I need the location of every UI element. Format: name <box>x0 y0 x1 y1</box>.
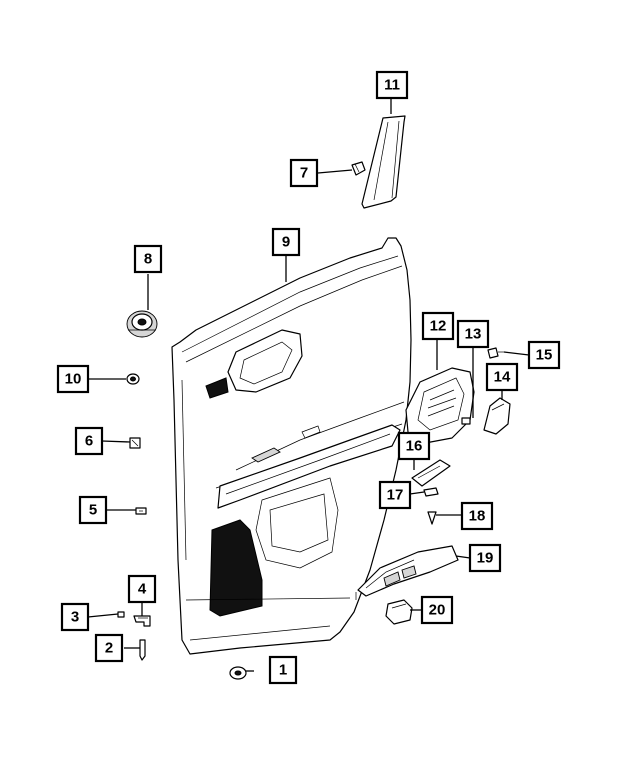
callout-label: 19 <box>477 550 494 567</box>
switch-bezel-part <box>355 545 459 600</box>
door-trim-panel-part <box>171 237 412 655</box>
callout-10: 10 <box>56 364 90 394</box>
callout-3: 3 <box>60 602 90 632</box>
screw-part-5 <box>135 507 147 515</box>
callout-label: 9 <box>282 234 290 251</box>
callout-13: 13 <box>456 319 490 349</box>
callout-label: 11 <box>384 77 400 94</box>
leader-15 <box>503 351 530 356</box>
callout-2: 2 <box>94 633 124 663</box>
callout-11: 11 <box>375 70 409 100</box>
callout-label: 3 <box>71 609 79 626</box>
callout-label: 4 <box>138 581 147 598</box>
callout-16: 16 <box>397 431 431 461</box>
callout-6: 6 <box>74 426 104 456</box>
pillar-trim-part <box>361 115 406 209</box>
handle-cover-part <box>483 397 511 435</box>
callout-15: 15 <box>527 340 561 370</box>
callout-label: 17 <box>387 487 404 504</box>
window-switch-part <box>385 599 413 625</box>
handle-housing-part <box>405 367 475 445</box>
callout-5: 5 <box>78 495 108 525</box>
bracket-part <box>133 615 151 627</box>
leader-lines <box>87 98 530 672</box>
clip-part-17 <box>423 487 439 497</box>
callout-label: 8 <box>144 251 152 268</box>
leader-7 <box>317 169 353 174</box>
leader-17 <box>409 491 425 495</box>
leader-3 <box>87 613 119 618</box>
callout-label: 1 <box>279 662 287 679</box>
callout-1: 1 <box>268 655 298 685</box>
callout-label: 12 <box>430 318 447 335</box>
callout-4: 4 <box>127 574 157 604</box>
callout-12: 12 <box>421 311 455 341</box>
callout-label: 14 <box>494 369 511 386</box>
callout-18: 18 <box>460 501 494 531</box>
pin-part <box>139 639 146 661</box>
callout-17: 17 <box>378 480 412 510</box>
screw-part-13 <box>461 417 471 425</box>
callout-label: 13 <box>465 326 482 343</box>
retainer-part <box>129 437 141 449</box>
callout-14: 14 <box>485 362 519 392</box>
callout-label: 2 <box>105 640 113 657</box>
callout-label: 18 <box>469 508 486 525</box>
plug-part <box>229 666 247 680</box>
callout-label: 20 <box>429 602 446 619</box>
callouts: 1 2 3 4 5 6 7 8 <box>56 70 561 685</box>
callout-19: 19 <box>468 543 502 573</box>
fastener-part <box>427 511 437 525</box>
callout-label: 10 <box>65 371 82 388</box>
callout-label: 5 <box>89 502 97 519</box>
leader-19 <box>455 555 471 559</box>
callout-label: 6 <box>85 433 93 450</box>
screw-part-3 <box>117 611 125 618</box>
bolt-part <box>487 347 504 359</box>
speaker-part <box>126 310 158 338</box>
callout-label: 15 <box>536 347 553 364</box>
grommet-part <box>126 373 140 385</box>
callout-label: 16 <box>406 438 423 455</box>
callout-label: 7 <box>300 165 308 182</box>
leader-6 <box>101 440 131 443</box>
callout-7: 7 <box>289 158 319 188</box>
pillar-clip-part <box>351 161 366 176</box>
callout-9: 9 <box>271 227 301 257</box>
bezel-part <box>411 459 451 487</box>
callout-20: 20 <box>420 595 454 625</box>
callout-8: 8 <box>133 244 163 274</box>
